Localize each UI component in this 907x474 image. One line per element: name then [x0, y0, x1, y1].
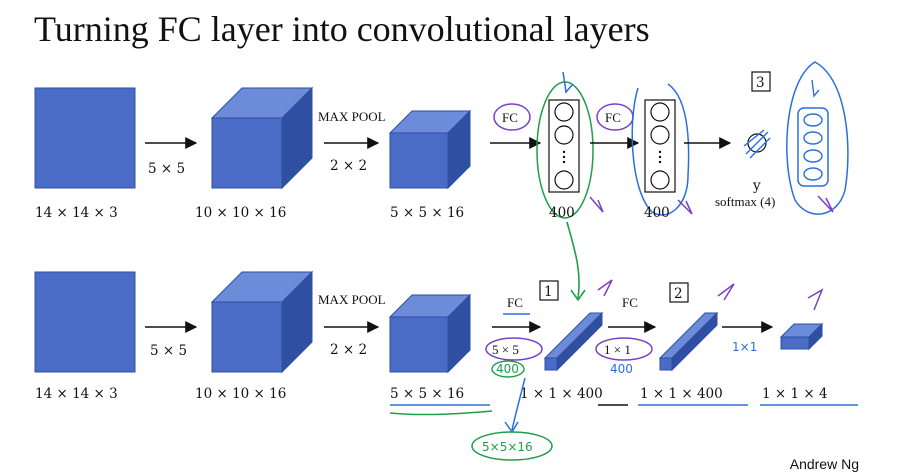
bottom-fc2-label: FC [622, 295, 638, 310]
top-row: 14 × 14 × 3 5 × 5 10 × 10 × 16 MAX POOL … [34, 61, 849, 221]
bottom-fc2-volume [658, 311, 719, 372]
bottom-conv-dims: 10 × 10 × 16 [195, 386, 286, 402]
top-step-number: 3 [756, 75, 765, 91]
top-fc1-units: 400 [549, 205, 575, 221]
bottom-output-purple-tick [807, 288, 824, 311]
bottom-input-volume [34, 271, 136, 373]
top-step-box [751, 71, 771, 92]
filter-shape-note: 5×5×16 [482, 440, 533, 454]
bottom-fc1-filter-note: 400 [496, 362, 519, 376]
top-pool-dims: 5 × 5 × 16 [390, 205, 464, 221]
bottom-output-dims: 1 × 1 × 4 [762, 386, 828, 402]
green-connector-arrowhead [570, 289, 586, 302]
top-fc1-label-circle [493, 103, 531, 131]
bottom-fc3-filter: 1×1 [732, 340, 757, 354]
top-fc1-layer [548, 99, 580, 193]
top-fc2-layer [644, 99, 676, 193]
green-connector-arrow [566, 221, 580, 299]
top-fc1-label: FC [502, 110, 518, 125]
bottom-conv-filter: 5 × 5 [150, 343, 187, 359]
bottom-fc1-purple-tick [597, 279, 613, 297]
top-softmax-label: softmax (4) [715, 194, 775, 209]
top-fc1-purple-tick [589, 196, 604, 213]
bottom-pool-size: 2 × 2 [330, 342, 367, 358]
bottom-output-volume [779, 322, 824, 351]
bottom-row: 14 × 14 × 3 5 × 5 10 × 10 × 16 MAX POOL … [34, 270, 858, 461]
bottom-conv-volume [210, 270, 314, 374]
bottom-pool-dims: 5 × 5 × 16 [390, 386, 464, 402]
top-conv-filter: 5 × 5 [148, 161, 185, 177]
bottom-pool-label: MAX POOL [318, 292, 386, 307]
top-fc1-blue-tick [562, 71, 574, 94]
author-credit: Andrew Ng [789, 456, 859, 472]
top-pool-size: 2 × 2 [330, 158, 367, 174]
bottom-fc2-filter: 1 × 1 [604, 342, 631, 357]
filter-note-green-circle [471, 431, 553, 461]
filter-note-blue-arrowhead [504, 421, 519, 434]
top-input-volume [34, 87, 136, 189]
top-softmax-units-sketch [786, 61, 849, 215]
bottom-step2-number: 2 [674, 286, 683, 302]
top-input-dims: 14 × 14 × 3 [35, 205, 118, 221]
bottom-fc2-filter-note: 400 [610, 362, 633, 376]
top-fc2-purple-tick [677, 199, 693, 215]
top-pool-volume [388, 109, 472, 190]
bottom-step2-box [669, 282, 689, 303]
top-pool-label: MAX POOL [318, 109, 386, 124]
bottom-fc1-volume [543, 311, 604, 372]
bottom-pool-dims-green-underline [389, 410, 493, 416]
top-conv-dims: 10 × 10 × 16 [195, 205, 286, 221]
top-softmax-purple-tick [817, 195, 834, 213]
top-fc2-units: 400 [644, 205, 670, 221]
filter-note-blue-arrow [511, 377, 526, 431]
bottom-fc2-filter-circle [595, 337, 653, 361]
bottom-step1-number: 1 [544, 284, 553, 300]
page-title: Turning FC layer into convolutional laye… [34, 9, 650, 49]
bottom-fc1-filter: 5 × 5 [492, 342, 519, 357]
bottom-input-dims: 14 × 14 × 3 [35, 386, 118, 402]
top-fc2-label: FC [605, 110, 621, 125]
bottom-step1-box [539, 280, 559, 301]
top-conv-volume [210, 86, 314, 190]
bottom-fc1-note-circle [491, 360, 525, 378]
bottom-fc1-label: FC [507, 295, 523, 310]
top-fc2-blue-outline [631, 83, 690, 216]
top-output-node [743, 129, 771, 159]
bottom-pool-volume [388, 293, 472, 374]
bottom-fc2-dims: 1 × 1 × 400 [640, 386, 723, 402]
bottom-fc1-filter-circle [485, 337, 543, 361]
top-output-label: y [752, 178, 761, 194]
bottom-fc1-dims: 1 × 1 × 400 [520, 386, 603, 402]
bottom-fc2-purple-tick [717, 283, 735, 301]
